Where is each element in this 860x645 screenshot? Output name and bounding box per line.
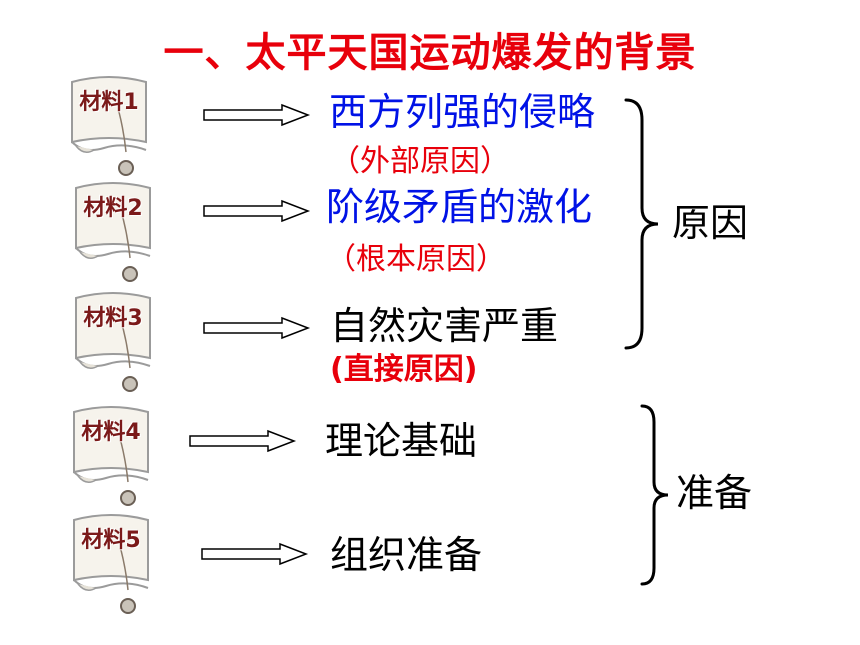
note-root-cause: （根本原因） — [326, 242, 506, 277]
scroll-material-2: 材料2 — [68, 178, 158, 288]
right-brace-preparation — [640, 404, 669, 586]
right-brace-reasons — [624, 98, 659, 350]
scroll-icon — [75, 292, 151, 392]
page-title: 一、太平天国运动爆发的背景 — [163, 30, 697, 76]
scroll-material-5: 材料5 — [66, 510, 156, 620]
group-label-preparation: 准备 — [676, 471, 753, 515]
arrow-right-icon — [201, 542, 309, 566]
material-label: 材料3 — [83, 306, 143, 331]
scroll-icon — [73, 514, 149, 614]
arrow-right-icon — [203, 103, 311, 127]
scroll-icon — [73, 406, 149, 506]
item-western-invasion: 西方列强的侵略 — [329, 90, 596, 134]
item-theory-basis: 理论基础 — [325, 419, 478, 463]
scroll-material-1: 材料1 — [64, 72, 154, 182]
scroll-material-3: 材料3 — [68, 288, 158, 398]
group-label-reasons: 原因 — [672, 201, 749, 245]
item-organization-prep: 组织准备 — [330, 533, 483, 577]
item-class-conflict: 阶级矛盾的激化 — [326, 185, 593, 229]
arrow-right-icon — [189, 429, 297, 453]
arrow-right-icon — [203, 316, 311, 340]
scroll-icon — [71, 76, 147, 176]
material-label: 材料5 — [81, 528, 141, 553]
scroll-material-4: 材料4 — [66, 402, 156, 512]
material-label: 材料4 — [81, 420, 141, 445]
arrow-right-icon — [203, 199, 311, 223]
note-external-cause: （外部原因） — [330, 144, 510, 179]
item-natural-disasters: 自然灾害严重 — [330, 304, 559, 348]
note-direct-cause: (直接原因) — [330, 352, 478, 387]
material-label: 材料2 — [83, 196, 143, 221]
scroll-icon — [75, 182, 151, 282]
material-label: 材料1 — [79, 90, 139, 115]
